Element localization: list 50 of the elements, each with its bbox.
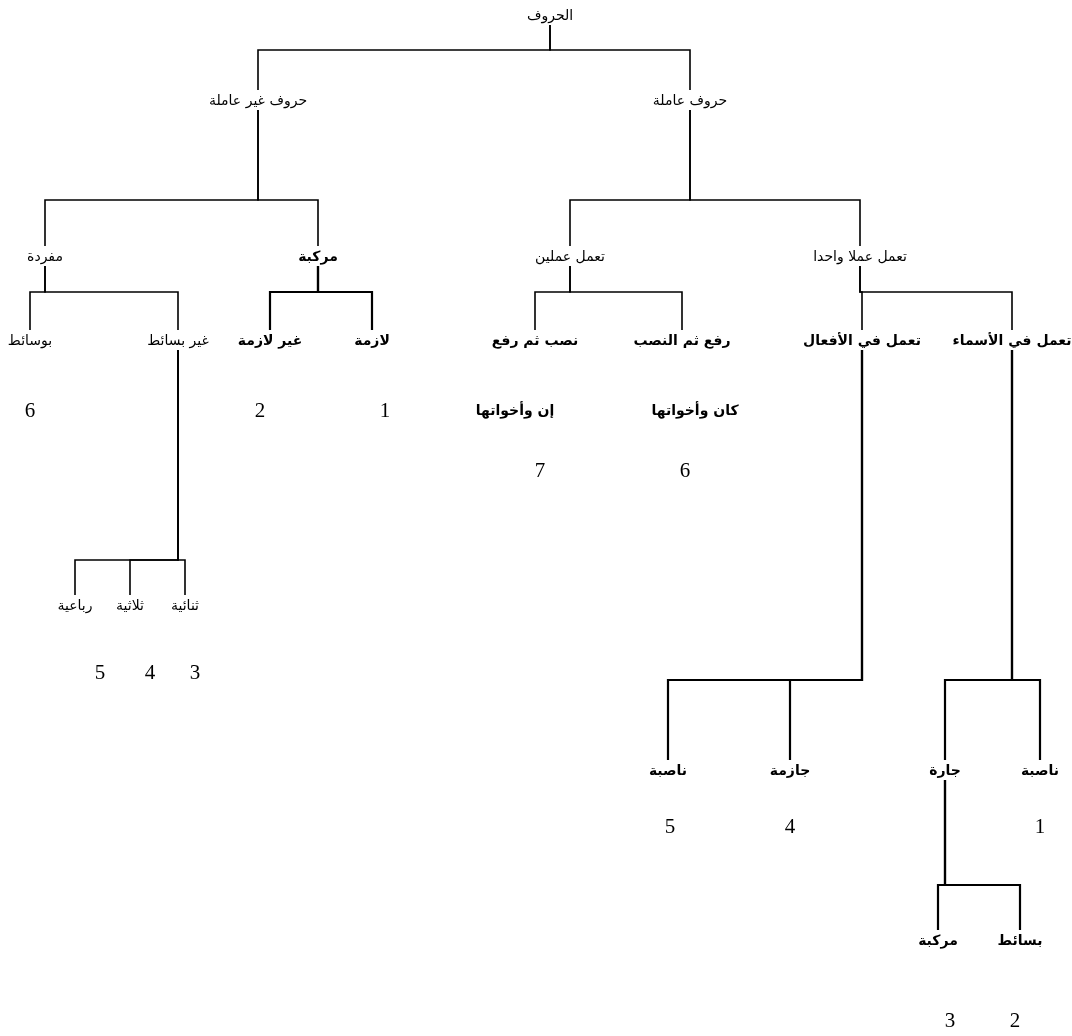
category-label: ثنائية [168, 595, 202, 615]
connector-line [44, 109, 259, 247]
category-label: بوسائط [4, 330, 56, 350]
connector-line [534, 265, 571, 331]
count-number: 2 [1009, 1007, 1021, 1033]
category-label: تعمل عملين [532, 246, 608, 266]
category-label: حروف غير عاملة [205, 90, 311, 110]
category-label: رفع ثم النصب [630, 330, 734, 350]
count-number: 2 [254, 397, 266, 423]
example-label: كان وأخواتها [651, 402, 739, 418]
connector-line [29, 265, 46, 331]
connector-line [943, 350, 1014, 760]
category-label: تعمل في الأفعال [800, 330, 924, 350]
count-number: 6 [679, 457, 691, 483]
connector-line [859, 265, 863, 331]
connector-line [936, 780, 947, 930]
example-label: إن وأخواتها [475, 402, 555, 418]
count-number: 7 [534, 457, 546, 483]
count-number: 1 [1034, 813, 1046, 839]
category-label: غير بسائط [144, 330, 212, 350]
category-label: ناصبة [645, 760, 691, 780]
category-label: مفردة [24, 246, 66, 266]
count-number: 4 [144, 659, 156, 685]
category-label: غير لازمة [234, 330, 306, 350]
category-label: حروف عاملة [649, 90, 731, 110]
category-label: ناصبة [1017, 760, 1063, 780]
connector-line [257, 24, 551, 91]
category-label: ثلاثية [113, 595, 147, 615]
connector-line [666, 350, 864, 760]
category-label: لازمة [351, 330, 393, 350]
count-number: 1 [379, 397, 391, 423]
connector-line [569, 109, 691, 247]
category-label: الحروف [523, 5, 577, 25]
category-label: نصب ثم رفع [488, 330, 582, 350]
count-number: 3 [189, 659, 201, 685]
category-label: مركبة [915, 930, 961, 950]
category-label: مركبة [295, 246, 341, 266]
count-number: 5 [94, 659, 106, 685]
connector-line [74, 349, 179, 596]
count-number: 3 [944, 1007, 956, 1033]
category-label: تعمل في الأسماء [949, 330, 1072, 350]
connector-line [268, 266, 320, 330]
count-number: 6 [24, 397, 36, 423]
category-label: رباعية [54, 595, 96, 615]
category-label: بسائط [994, 930, 1046, 950]
category-label: تعمل عملا واحدا [810, 246, 910, 266]
category-label: جارة [926, 760, 964, 780]
count-number: 4 [784, 813, 796, 839]
count-number: 5 [664, 813, 676, 839]
category-label: جازمة [766, 760, 814, 780]
